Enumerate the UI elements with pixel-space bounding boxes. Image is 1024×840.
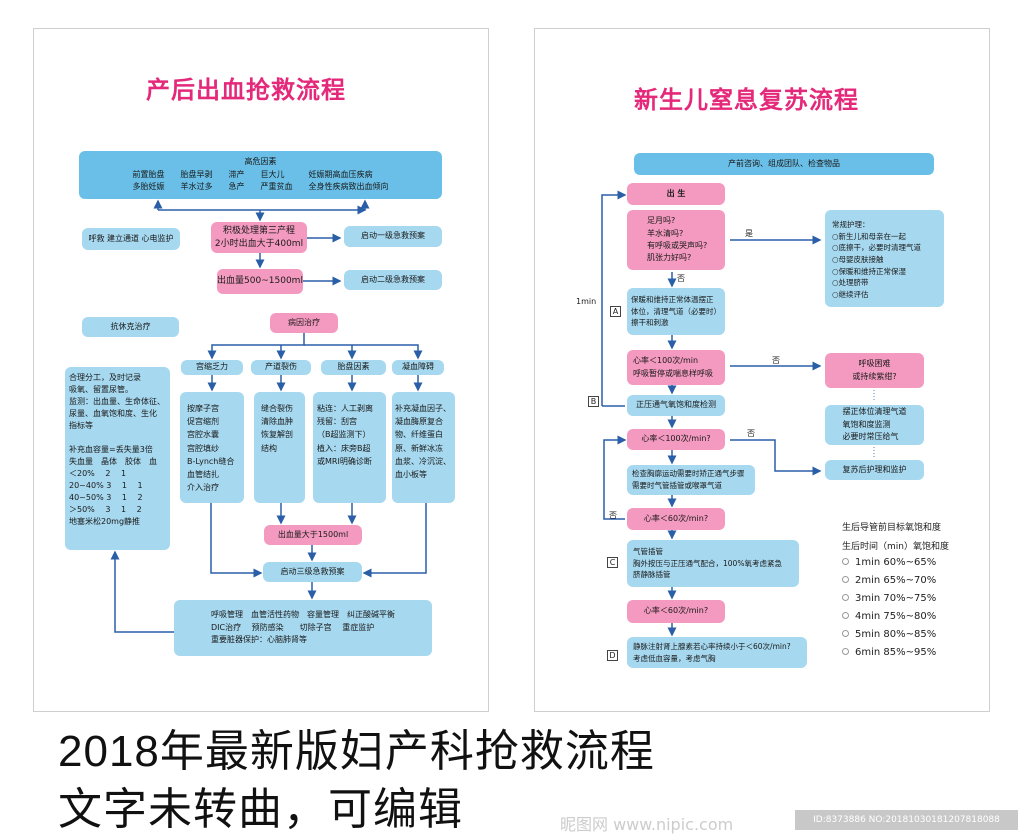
one-minute-label: 1min xyxy=(576,297,597,306)
bullet-icon xyxy=(842,576,849,583)
cause-coagulation: 凝血障碍 xyxy=(392,360,444,375)
oxygen-row-text: 4min 75%~80% xyxy=(855,611,937,622)
cause-uterine-atony: 宫缩乏力 xyxy=(181,360,243,375)
yes-label: 是 xyxy=(745,229,753,238)
risk-factors-title: 高危因素 xyxy=(244,157,277,167)
antishock-box: 抗休克治疗 xyxy=(82,317,179,337)
blood1500-box: 出血量大于1500ml xyxy=(264,525,362,545)
watermark: 昵图网 www.nipic.com xyxy=(560,815,734,834)
birth-box: 出 生 xyxy=(627,183,725,205)
hr60-check-box-1: 心率＜60次/min? xyxy=(627,508,725,530)
distress-box: 呼吸困难 或持续紫绀? xyxy=(825,353,924,388)
oxygen-row: 1min 60%~65% xyxy=(842,557,936,568)
no-label-4: 否 xyxy=(609,511,617,520)
routine-care-box: 常规护理： ○新生儿和母亲在一起 ○底擦干，必要时清理气道 ○母婴皮肤接触 ○保… xyxy=(825,210,944,307)
questions-box: 足月吗? 羊水清吗? 有呼吸或哭声吗? 肌张力好吗? xyxy=(627,210,725,270)
cause-placenta: 胎盘因素 xyxy=(321,360,386,375)
image-id-badge: ID:8373886 NO:20181030181207818088 xyxy=(795,810,1018,830)
no-label-1: 否 xyxy=(677,274,685,283)
level1-box: 启动一级急救预案 xyxy=(344,226,442,247)
hr100-apnea-box: 心率＜100次/min 呼吸暂停或喘息样呼吸 xyxy=(627,350,725,385)
final-measures-box: 呼吸管理 血管活性药物 容量管理 纠正酸碱平衡 DIC治疗 预防感染 切除子宫 … xyxy=(174,600,432,656)
blood500-box: 出血量500~1500ml xyxy=(217,269,303,294)
treatment-uterine-atony: 按摩子宫 促宫缩剂 宫腔水囊 宫腔填纱 B-Lynch缝合 血管结扎 介入治疗 xyxy=(180,392,244,503)
oxygen-row-text: 3min 70%~75% xyxy=(855,593,937,604)
left-title: 产后出血抢救流程 xyxy=(146,76,346,104)
oxygen-row-text: 6min 85%~95% xyxy=(855,647,937,658)
oxygen-row: 3min 70%~75% xyxy=(842,593,936,604)
check-chest-box: 检查胸廓运动需要时矫正通气步骤 需要时气管插管或喉罩气道 xyxy=(627,465,755,495)
bullet-icon xyxy=(842,558,849,565)
risk-factors-box: 高危因素 前置胎盘 胎盘早剥 滞产 巨大儿 妊娠期高血压疾病 多胎妊娠 羊水过多… xyxy=(79,151,442,199)
right-title: 新生儿窒息复苏流程 xyxy=(634,86,859,114)
oxygen-table-title: 生后导管前目标氧饱和度 xyxy=(842,523,942,533)
oxygen-row: 4min 75%~80% xyxy=(842,611,936,622)
oxygen-row-text: 1min 60%~65% xyxy=(855,557,937,568)
step-c-box: 气管插管 胸外按压与正压通气配合，100%氧考虑紧急 脐静脉插管 xyxy=(627,540,799,587)
treatment-coagulation: 补充凝血因子、 凝血酶原复合 物、纤维蛋白 原、新鲜冰冻 血浆、冷沉淀、 血小板… xyxy=(392,392,455,503)
bullet-icon xyxy=(842,594,849,601)
no-label-3: 否 xyxy=(747,429,755,438)
bullet-icon xyxy=(842,612,849,619)
oxygen-row: 2min 65%~70% xyxy=(842,575,936,586)
oxygen-table-header: 生后时间（min）氧饱和度 xyxy=(842,542,949,552)
prep-box: 产前咨询、组成团队、检查物品 xyxy=(634,153,934,175)
risk-factors-list: 前置胎盘 胎盘早剥 滞产 巨大儿 妊娠期高血压疾病 多胎妊娠 羊水过多 急产 严… xyxy=(132,169,389,192)
step-c-marker: C xyxy=(607,557,618,568)
hr100-check-box: 心率＜100次/min? xyxy=(627,429,725,450)
position-box: 摆正体位清理气道 氧饱和度监测 必要时常压给气 xyxy=(825,405,924,445)
treatment-birth-canal: 缝合裂伤 清除血肿 恢复解剖 结构 xyxy=(254,392,305,503)
post-care-box: 复苏后护理和监护 xyxy=(825,460,924,480)
ppv-box: 正压通气氧饱和度检测 xyxy=(627,395,725,416)
no-label-2: 否 xyxy=(772,356,780,365)
step-a-marker: A xyxy=(610,306,621,317)
footer-title-line1: 2018年最新版妇产科抢救流程 xyxy=(58,727,655,776)
stage3-box: 积极处理第三产程 2小时出血大于400ml xyxy=(211,222,307,253)
oxygen-row: 5min 80%~85% xyxy=(842,629,936,640)
level3-box: 启动三级急救预案 xyxy=(263,562,362,582)
step-d-marker: D xyxy=(607,650,618,661)
step-d-box: 静脉注射肾上腺素若心率持续小于＜60次/min? 考虑低血容量，考虑气胸 xyxy=(627,637,807,668)
cause-birth-canal: 产道裂伤 xyxy=(251,360,311,375)
footer-title-line2: 文字未转曲，可编辑 xyxy=(58,785,463,834)
level2-box: 启动二级急救预案 xyxy=(344,270,442,290)
treatment-placenta: 粘连：人工剥离 残留：刮宫 （B超监测下） 植入：床旁B超 或MRI明确诊断 xyxy=(313,392,386,503)
oxygen-row: 6min 85%~95% xyxy=(842,647,936,658)
oxygen-row-text: 2min 65%~70% xyxy=(855,575,937,586)
cause-box: 病因治疗 xyxy=(270,313,338,333)
hr60-check-box-2: 心率＜60次/min? xyxy=(627,600,725,623)
oxygen-row-text: 5min 80%~85% xyxy=(855,629,937,640)
bullet-icon xyxy=(842,648,849,655)
step-a-box: 保暖和维持正常体温摆正 体位，清理气道（必要时） 擦干和刺激 xyxy=(627,288,725,335)
bullet-icon xyxy=(842,630,849,637)
step-b-marker: B xyxy=(588,396,599,407)
management-box: 合理分工，及时记录 吸氧、留置尿管。 监测：出血量、生命体征、 尿量、血氧饱和度… xyxy=(65,367,170,550)
call-box: 呼救 建立通道 心电监护 xyxy=(82,228,180,250)
